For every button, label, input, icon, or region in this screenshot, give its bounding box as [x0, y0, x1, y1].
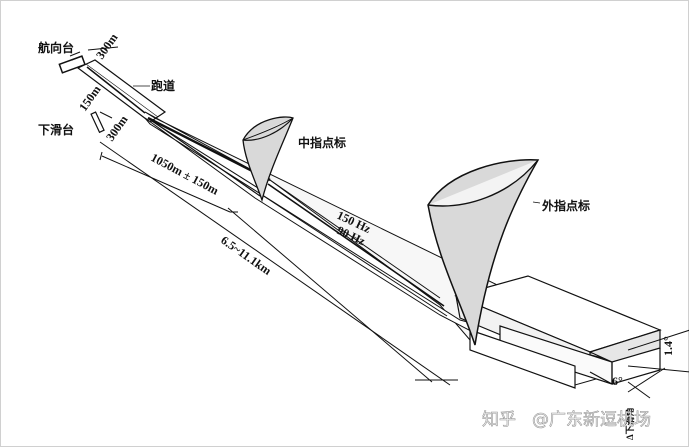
localizer-station: [58, 51, 86, 74]
watermark-account: @广东新逗机场: [532, 410, 651, 430]
beam-center-lines: [147, 116, 448, 317]
label-glideslope: 下滑台: [38, 122, 74, 137]
dim-localizer-distance: 300m: [93, 31, 121, 62]
final-approach-blocks: [454, 275, 662, 389]
angle-indicator: [627, 329, 689, 399]
dim-glideslope-offset: 150m: [76, 83, 104, 114]
watermark: 知乎 @广东新逗机场: [482, 410, 652, 431]
label-middle-marker: 中指点标: [298, 135, 346, 150]
runway: [76, 59, 167, 123]
label-localizer: 航向台: [38, 40, 74, 55]
ground-baselines: [99, 141, 458, 386]
outer-marker-cone: [427, 159, 540, 346]
leader-lines: [133, 85, 541, 204]
dim-glideslope-setback: 300m: [103, 113, 131, 144]
dim-angle-vertical: Δ下滑角: [624, 407, 635, 440]
dim-angle-14: 1.4°: [661, 336, 675, 356]
watermark-site: 知乎: [482, 410, 516, 430]
middle-marker-cone: [242, 116, 294, 203]
label-outer-marker: 外指点标: [542, 198, 590, 213]
glideslope-antenna: [90, 111, 113, 134]
dim-angle-6: 6°: [612, 374, 623, 388]
label-runway: 跑道: [151, 78, 175, 93]
